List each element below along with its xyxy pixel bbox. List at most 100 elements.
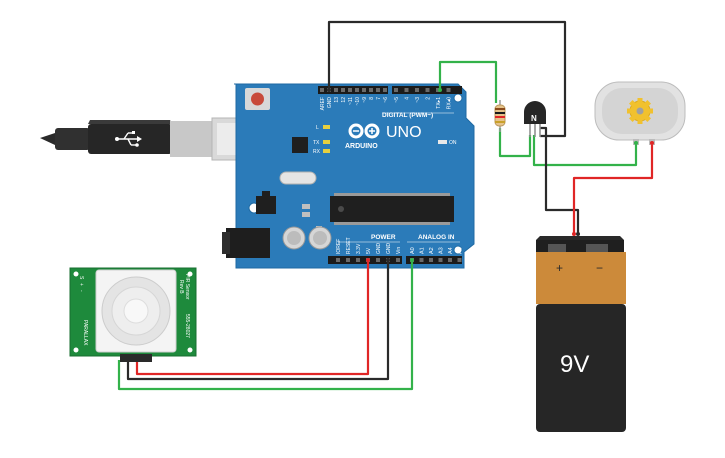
wire-motor-battery-red: [572, 143, 654, 234]
dc-motor: [594, 81, 686, 145]
reset-button[interactable]: [245, 88, 270, 110]
power-pin-hole: [346, 258, 350, 262]
arduino-model: UNO: [386, 124, 422, 141]
digital-pin-hole: [383, 88, 387, 92]
wire-transistor-battery-black: [540, 126, 580, 234]
digital-pin-hole: [341, 88, 345, 92]
power-pin-label: Vin: [396, 247, 402, 254]
resistor: [494, 100, 506, 132]
digital-pin-label: ~10: [355, 97, 361, 106]
digital-pin-hole: [334, 88, 338, 92]
gear-tooth: [637, 98, 643, 104]
digital-pin-label: ~6: [383, 97, 389, 103]
digital-pin-label: GND: [327, 97, 333, 109]
dc-power-jack: [222, 228, 270, 258]
analog-pin-label: A2: [429, 247, 435, 254]
digital-pin-hole: [348, 88, 352, 92]
digital-pin-label: ~3: [415, 97, 421, 103]
digital-pin-hole: [369, 88, 373, 92]
power-pin-hole: [376, 258, 380, 262]
arduino-brand: ARDUINO: [345, 143, 378, 150]
wire-resistor-base: [498, 128, 532, 158]
power-pin-hole: [396, 258, 400, 262]
analog-pin-label: A4: [448, 247, 454, 254]
pir-pin-label: +: [78, 283, 84, 286]
digital-pin-hole: [404, 88, 409, 92]
capacitors: [282, 226, 332, 250]
svg-text:RX: RX: [313, 149, 321, 155]
digital-pin-hole: [446, 88, 451, 92]
analog-pin-label: A1: [420, 247, 426, 254]
battery-9v: + − 9V: [536, 236, 626, 432]
power-pin-header: [328, 256, 462, 264]
digital-pin-label: ~5: [394, 97, 400, 103]
gear-tooth: [627, 108, 633, 114]
digital-pin-label: 8: [369, 97, 375, 100]
battery-voltage-label: 9V: [560, 351, 589, 378]
wire-5v-red: [135, 260, 370, 376]
digital-pin-label: 12: [341, 97, 347, 103]
digital-pin-label: 4: [405, 97, 411, 100]
power-pin-label: 3.3V: [356, 243, 362, 254]
pir-side-text-2: Rev B: [178, 280, 184, 294]
digital-pin-hole: [394, 88, 398, 92]
power-pin-label: GND: [386, 243, 392, 255]
wires: [117, 20, 654, 391]
digital-pin-hole: [362, 88, 366, 92]
digital-pin-hole: [355, 88, 359, 92]
pir-pin-label: S: [78, 276, 84, 280]
digital-pin-label: RX◂0: [447, 97, 453, 109]
on-led-label: ON: [449, 140, 457, 146]
power-pin-label: IOREF: [336, 239, 342, 254]
digital-pin-hole: [320, 88, 324, 92]
digital-header-label: DIGITAL (PWM~): [382, 112, 433, 119]
atmega-chip: [330, 193, 454, 225]
gear-tooth: [643, 114, 651, 122]
analog-header-label: ANALOG IN: [418, 234, 455, 241]
pir-left-text: PARALLAX: [82, 320, 88, 346]
analog-pin-label: A0: [410, 247, 416, 254]
wire-pin13-black: [327, 20, 567, 138]
pir-side-text-3: 555-28027: [184, 314, 190, 338]
power-pin-hole: [336, 258, 340, 262]
digital-pin-label: 2: [426, 97, 432, 100]
battery-minus-label: −: [596, 261, 603, 275]
gear-tooth: [643, 100, 651, 108]
power-pin-label: GND: [376, 243, 382, 255]
npn-transistor: N: [524, 101, 546, 137]
crystal-oscillator: [279, 171, 317, 185]
analog-pin-label: A3: [439, 247, 445, 254]
digital-pin-label: 13: [334, 97, 340, 103]
power-pin-label: RESET: [346, 237, 352, 254]
power-pin-hole: [356, 258, 360, 262]
gear-icon: [627, 98, 653, 124]
digital-pin-hole: [376, 88, 380, 92]
gear-tooth: [647, 108, 653, 114]
usb-controller-chip: [292, 137, 308, 153]
wire-transistor-motor-green: [532, 135, 638, 167]
wire-gnd-black: [126, 260, 390, 381]
analog-pin-hole: [438, 258, 443, 262]
pir-pin-labels: S+-: [78, 276, 84, 292]
arduino-logo-icon: [348, 123, 380, 139]
power-header-label: POWER: [371, 234, 396, 241]
voltage-regulator: [256, 191, 276, 214]
gear-tooth: [629, 100, 637, 108]
wire-a0-green: [117, 260, 414, 391]
digital-pin-label: AREF: [320, 97, 326, 110]
digital-pin-hole: [415, 88, 419, 92]
analog-pin-hole: [448, 258, 452, 262]
digital-pin-hole: [425, 88, 430, 92]
svg-text:TX: TX: [313, 140, 320, 146]
analog-pin-hole: [429, 258, 433, 262]
pir-side-text-1: PIR Sensor: [184, 274, 190, 300]
pir-sensor: S+- PARALLAX PIR Sensor Rev B 555-28027: [69, 267, 197, 362]
power-pin-label: 5V: [366, 247, 372, 254]
analog-pin-label: A5: [458, 247, 464, 254]
battery-plus-label: +: [556, 261, 563, 275]
usb-cable: [40, 117, 263, 161]
